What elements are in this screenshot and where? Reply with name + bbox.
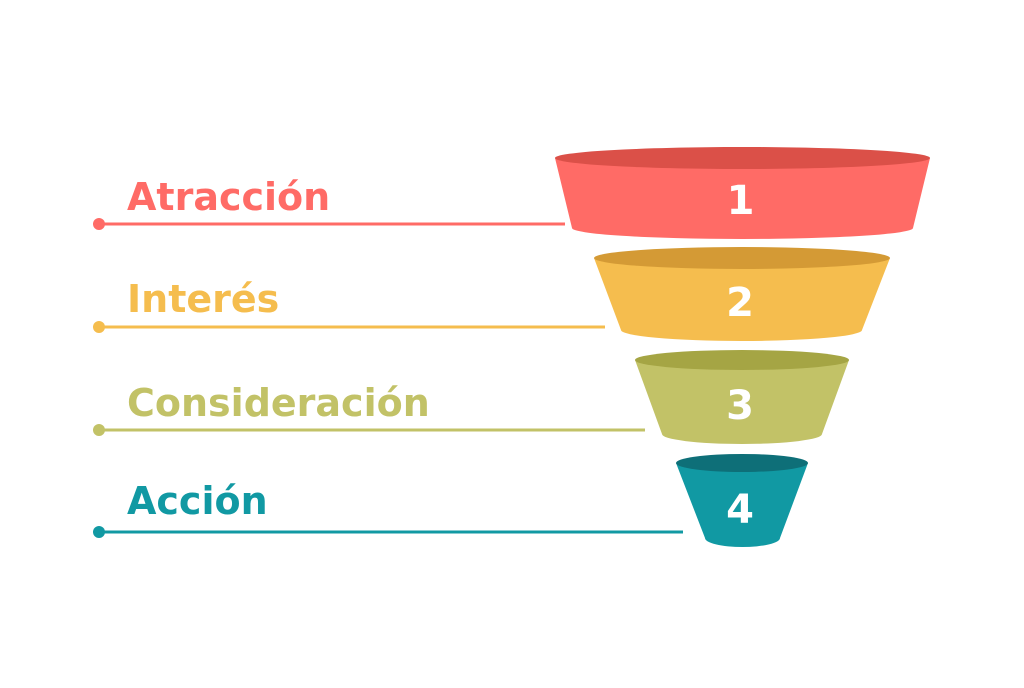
funnel-segment-body: [594, 258, 890, 341]
stage-label: Consideración: [127, 381, 430, 425]
connector-dot: [93, 424, 105, 436]
funnel-segment-body: [555, 158, 930, 240]
stage-number: 4: [726, 487, 754, 533]
stage-number: 3: [726, 383, 754, 429]
stage-label: Interés: [127, 277, 279, 321]
connector-dot: [93, 321, 105, 333]
connector-dot: [93, 218, 105, 230]
funnel-segment-top: [594, 247, 890, 269]
funnel-stage-3: Consideración 3: [93, 350, 849, 444]
connector-dot: [93, 526, 105, 538]
funnel-segment-top: [635, 350, 849, 370]
funnel-segment-top: [555, 147, 930, 169]
stage-label: Atracción: [127, 175, 330, 219]
funnel-segment-body: [676, 463, 808, 547]
funnel-stage-1: Atracción 1: [93, 147, 930, 240]
stage-label: Acción: [127, 479, 268, 523]
funnel-stage-4: Acción 4: [93, 454, 808, 547]
funnel-stage-2: Interés 2: [93, 247, 890, 341]
funnel-segment-top: [676, 454, 808, 472]
stage-number: 1: [727, 178, 755, 224]
funnel-segment-body: [635, 360, 849, 444]
stage-number: 2: [726, 280, 754, 326]
